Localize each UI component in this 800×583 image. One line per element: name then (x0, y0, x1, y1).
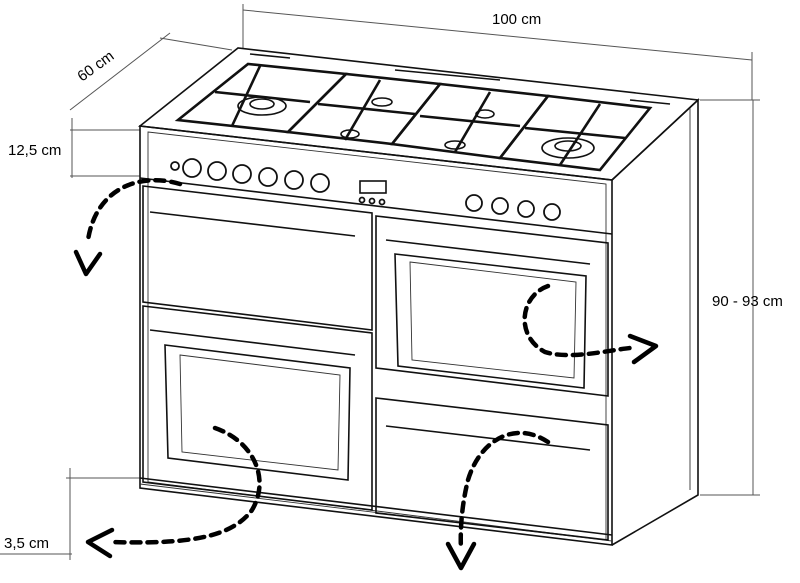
opening-arrow-drawer (445, 430, 551, 571)
depth-label: 60 cm (74, 47, 117, 85)
burner-left-wok (237, 96, 287, 116)
burner-centre-1 (371, 97, 393, 107)
opening-arrow-top-left (73, 178, 183, 277)
control-panel-height-line (70, 118, 140, 178)
knob-5 (284, 170, 304, 190)
opening-arrow-main-oven (85, 425, 262, 559)
back-vents (249, 53, 671, 105)
burners (237, 96, 595, 159)
burner-right-wok (541, 137, 595, 159)
clock-button-1 (358, 196, 366, 204)
opening-arrow-top-right-oven (522, 283, 659, 365)
burner-centre-2 (340, 129, 360, 139)
right-top-oven-door (375, 215, 609, 397)
right-bottom-drawer (375, 397, 609, 541)
hob-grates (174, 62, 653, 172)
width-dimension-line (242, 4, 753, 100)
burner-centre-4 (444, 140, 466, 150)
control-knobs-right (465, 194, 561, 221)
knob-3 (232, 164, 252, 184)
plinth-height-line (0, 468, 140, 560)
burner-left-cap (249, 98, 275, 110)
knob-2 (207, 161, 227, 181)
knob-7 (465, 194, 483, 212)
knob-1 (182, 158, 202, 178)
ignition-light-icon (170, 161, 180, 171)
knob-9 (517, 200, 535, 218)
control-knobs-left (170, 158, 330, 193)
knob-4 (258, 167, 278, 187)
cooker-body (137, 47, 700, 546)
clock-button-3 (378, 198, 386, 206)
depth-dimension-line (69, 32, 233, 111)
burner-right-cap (554, 140, 582, 152)
left-top-oven-door (142, 185, 373, 331)
clock-display (359, 180, 387, 194)
total-height-label: 90 - 93 cm (712, 293, 783, 310)
timer-display (358, 180, 387, 206)
knob-8 (491, 197, 509, 215)
knob-10 (543, 203, 561, 221)
knob-6 (310, 173, 330, 193)
left-main-oven-door (142, 305, 373, 511)
control-panel-height-label: 12,5 cm (8, 142, 61, 159)
burner-centre-3 (475, 109, 495, 119)
total-height-line (700, 99, 760, 496)
width-label: 100 cm (492, 11, 541, 28)
clock-button-2 (368, 197, 376, 205)
plinth-height-label: 3,5 cm (4, 535, 49, 552)
